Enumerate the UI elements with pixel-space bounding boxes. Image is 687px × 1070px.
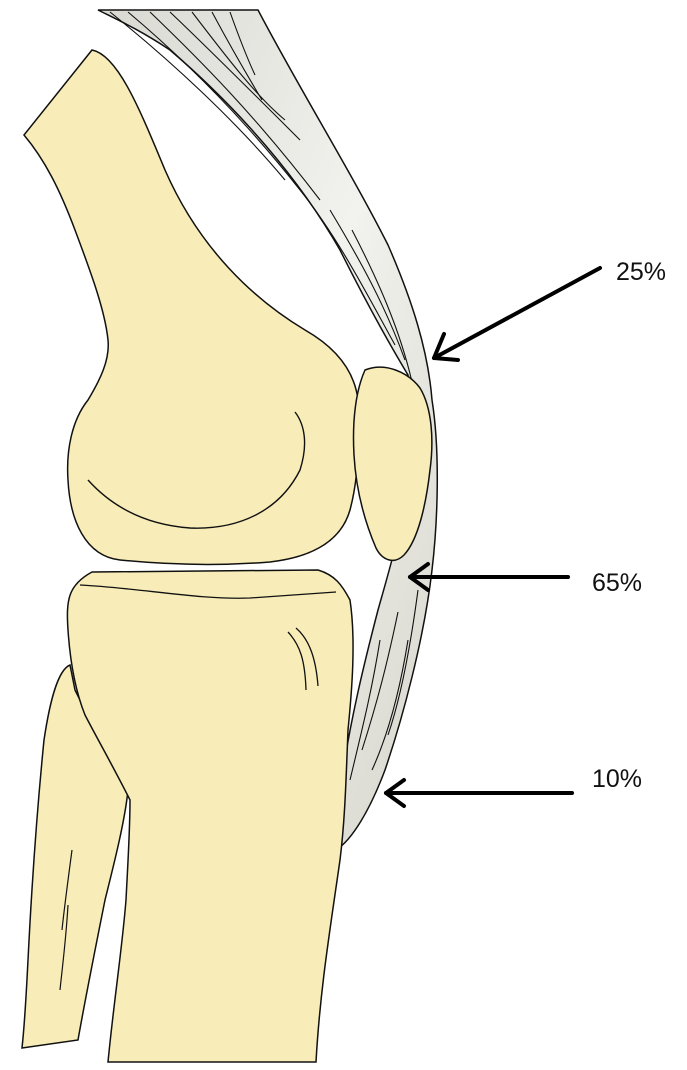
arrow-top <box>434 268 600 360</box>
label-10-percent: 10% <box>592 767 642 792</box>
label-65-percent: 65% <box>592 571 642 596</box>
arrow-middle <box>410 564 568 590</box>
label-25-percent: 25% <box>616 260 666 285</box>
arrow-bottom <box>386 780 572 806</box>
